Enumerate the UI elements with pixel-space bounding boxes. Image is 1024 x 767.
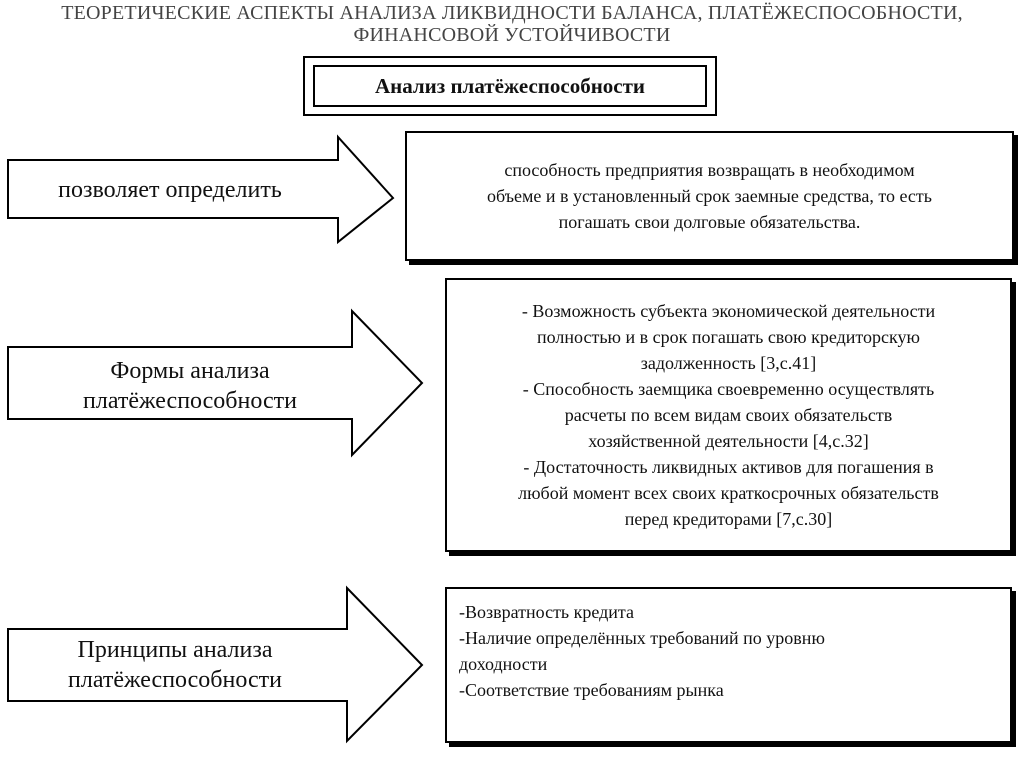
arrow-3-text-line-2: платёжеспособности (68, 667, 282, 693)
definition-line-2: объеме и в установленный срок заемные ср… (486, 186, 932, 206)
principles-line-1: -Возвратность кредита (459, 602, 635, 622)
page-title-line-2: ФИНАНСОВОЙ УСТОЙЧИВОСТИ (353, 24, 671, 46)
arrow-3-label: Принципы анализа платёжеспособности (10, 634, 340, 696)
principles-line-2: -Наличие определённых требований по уров… (459, 628, 825, 648)
arrow-3-text-line-1: Принципы анализа (77, 637, 273, 663)
arrow-2-text-line-2: платёжеспособности (83, 388, 297, 414)
principles-box: -Возвратность кредита -Наличие определён… (445, 587, 1012, 743)
definition-line-1: способность предприятия возвращать в нео… (504, 160, 915, 180)
arrow-2-text-line-1: Формы анализа (110, 358, 270, 384)
principles-line-3: доходности (459, 654, 548, 674)
forms-line-9: перед кредиторами [7,с.30] (624, 509, 833, 529)
forms-line-2: полностью и в срок погашать свою кредито… (537, 327, 920, 347)
arrow-1-text: позволяет определить (58, 177, 282, 203)
arrow-3 (7, 585, 424, 744)
forms-line-8: любой момент всех своих краткосрочных об… (518, 483, 939, 503)
forms-box: - Возможность субъекта экономической дея… (445, 278, 1012, 552)
arrow-2 (7, 308, 424, 458)
forms-line-1: - Возможность субъекта экономической дея… (521, 301, 936, 321)
arrow-1-label: позволяет определить (20, 170, 320, 210)
definition-line-3: погашать свои долговые обязательства. (558, 212, 861, 232)
principles-line-4: -Соответствие требованиям рынка (459, 680, 724, 700)
forms-line-3: задолженность [3,с.41] (640, 353, 817, 373)
main-title: Анализ платёжеспособности (313, 65, 707, 107)
forms-line-7: - Достаточность ликвидных активов для по… (523, 457, 934, 477)
page-title-line-1: ТЕОРЕТИЧЕСКИЕ АСПЕКТЫ АНАЛИЗА ЛИКВИДНОСТ… (61, 2, 963, 24)
definition-box: способность предприятия возвращать в нео… (405, 131, 1014, 261)
forms-line-6: хозяйственной деятельности [4,с.32] (588, 431, 869, 451)
forms-line-5: расчеты по всем видам своих обязательств (564, 405, 893, 425)
main-title-frame: Анализ платёжеспособности (303, 56, 717, 116)
forms-line-4: - Способность заемщика своевременно осущ… (522, 379, 935, 399)
arrow-1 (7, 134, 395, 245)
page-title: ТЕОРЕТИЧЕСКИЕ АСПЕКТЫ АНАЛИЗА ЛИКВИДНОСТ… (0, 2, 1024, 46)
arrow-2-label: Формы анализа платёжеспособности (30, 355, 350, 417)
